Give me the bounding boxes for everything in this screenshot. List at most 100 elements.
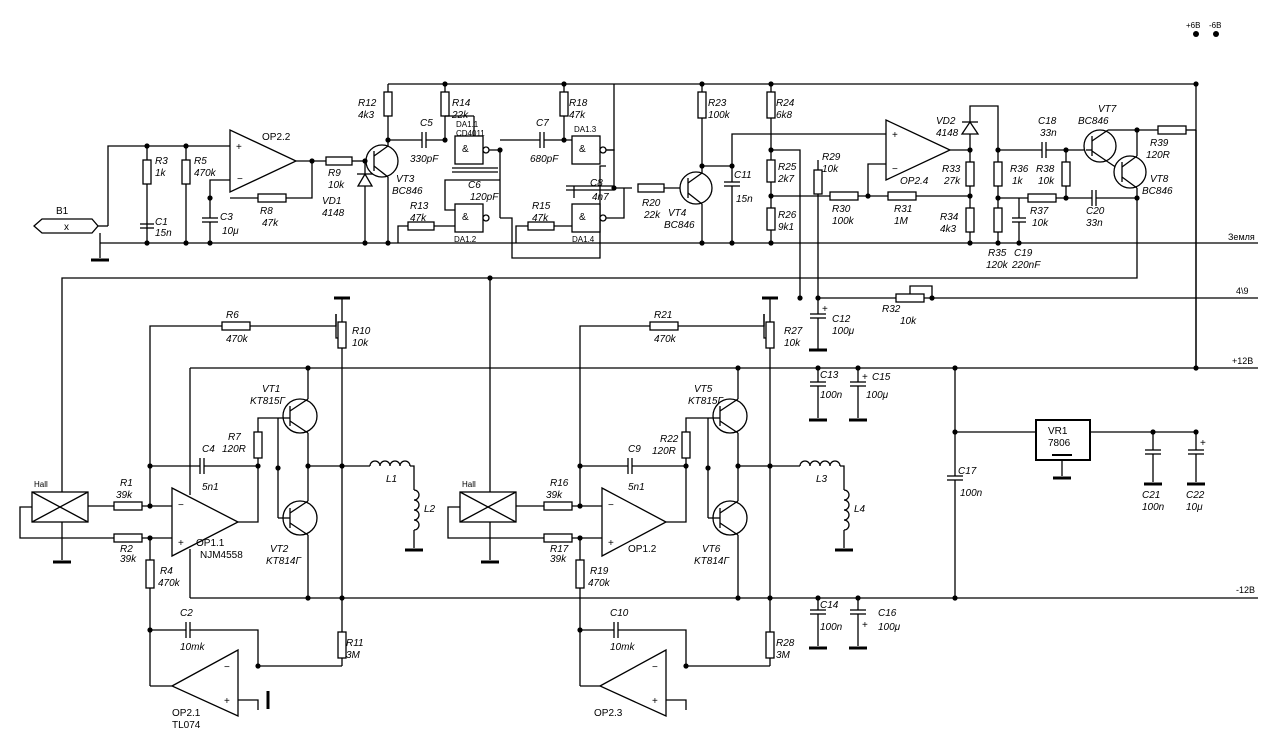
stage-vt3: VD1 4148 VT3 BC846 R12 4k3 C5 330pF xyxy=(322,84,446,243)
r19-value: 470k xyxy=(588,578,611,589)
svg-text:+: + xyxy=(608,538,614,549)
gate-da1-4 xyxy=(571,203,601,233)
vd1-ref: VD1 xyxy=(322,196,341,207)
r30-value: 100k xyxy=(832,216,855,227)
svg-text:−: − xyxy=(652,662,658,673)
vt3-ref: VT3 xyxy=(396,174,415,185)
vd2-part: 4148 xyxy=(936,128,959,139)
svg-text:−: − xyxy=(224,662,230,673)
c1-ref: C1 xyxy=(155,217,168,228)
r37-ref: R37 xyxy=(1030,206,1049,217)
op2-1-ref: OP2.1 xyxy=(172,708,201,719)
r18-ref: R18 xyxy=(569,98,588,109)
gate-da1-1 xyxy=(454,135,484,165)
svg-text:+: + xyxy=(822,304,828,315)
r1-value: 39k xyxy=(116,490,133,501)
r9-ref: R9 xyxy=(328,168,341,179)
opamp-op2-2: +− OP2.2 R8 47k R9 10k xyxy=(209,128,366,229)
da1-3-ref: DA1.3 xyxy=(574,125,597,134)
vt3-part: BC846 xyxy=(392,186,423,197)
r10-ref: R10 xyxy=(352,326,371,337)
plus6-terminal xyxy=(1193,31,1199,37)
vt2-ref: VT2 xyxy=(270,544,289,555)
decoupling-caps: C13 100n + C15 100μ C14 100n + C16 100μ … xyxy=(807,368,983,650)
svg-text:+: + xyxy=(862,620,868,631)
l3-label: L3 xyxy=(816,474,828,485)
r18-value: 47k xyxy=(569,110,586,121)
vt6-part: KT814Г xyxy=(694,556,730,567)
op1-2-ref: OP1.2 xyxy=(628,544,657,555)
r20-ref: R20 xyxy=(642,198,661,209)
r27-value: 10k xyxy=(784,338,801,349)
r17-ref: R17 xyxy=(550,544,569,555)
vt6-ref: VT6 xyxy=(702,544,721,555)
r16-value: 39k xyxy=(546,490,563,501)
r31-ref: R31 xyxy=(894,204,912,215)
r21-value: 470k xyxy=(654,334,677,345)
r25-value: 2k7 xyxy=(777,174,795,185)
r29-value: 10k xyxy=(822,164,839,175)
channel-left: Hall R1 39k R2 39k R6 470k −+ OP1.1 NJM4… xyxy=(19,296,436,731)
r32-ref: R32 xyxy=(882,304,901,315)
vt8-ref: VT8 xyxy=(1150,174,1169,185)
c22-ref: C22 xyxy=(1186,490,1205,501)
r25-ref: R25 xyxy=(778,162,797,173)
c10-ref: C10 xyxy=(610,608,629,619)
r14-ref: R14 xyxy=(452,98,471,109)
minus6-terminal xyxy=(1213,31,1219,37)
c11-ref: C11 xyxy=(734,170,752,181)
minus6-label: -6В xyxy=(1209,21,1221,30)
c11-value: 15n xyxy=(736,194,753,205)
vt5-ref: VT5 xyxy=(694,384,713,395)
c13-ref: C13 xyxy=(820,370,839,381)
r36-ref: R36 xyxy=(1010,164,1029,175)
r6-ref: R6 xyxy=(226,310,239,321)
r3-ref: R3 xyxy=(155,156,168,167)
r28-value: 3M xyxy=(776,650,791,661)
op2-1-part: TL074 xyxy=(172,720,201,731)
svg-text:+: + xyxy=(178,538,184,549)
svg-text:+: + xyxy=(236,142,242,153)
r32-value: 10k xyxy=(900,316,917,327)
net-49-label: 4\9 xyxy=(1236,286,1249,296)
vt7-part: BC846 xyxy=(1078,116,1109,127)
opamp-op1-1 xyxy=(171,486,240,558)
c20-value: 33n xyxy=(1086,218,1103,229)
r15-value: 47k xyxy=(532,213,549,224)
regulator-vr1: VR1 7806 C21 100n + C22 10μ xyxy=(955,419,1207,513)
l2-label: L2 xyxy=(424,504,436,515)
op2-3-ref: OP2.3 xyxy=(594,708,623,719)
r22-value: 120R xyxy=(652,446,676,457)
r21-ref: R21 xyxy=(654,310,672,321)
r1-ref: R1 xyxy=(120,478,133,489)
r10-value: 10k xyxy=(352,338,369,349)
net-plus12-label: +12В xyxy=(1232,356,1253,366)
r26-ref: R26 xyxy=(778,210,797,221)
c19-value: 220nF xyxy=(1011,260,1041,271)
r2-ref: R2 xyxy=(120,544,133,555)
r24-value: 6k8 xyxy=(776,110,793,121)
c9-ref: C9 xyxy=(628,444,641,455)
gate-da1-3 xyxy=(571,135,601,165)
c2-value: 10mk xyxy=(180,642,205,653)
c8-ref: C8 xyxy=(590,178,603,189)
svg-text:−: − xyxy=(892,164,898,175)
c21-ref: C21 xyxy=(1142,490,1160,501)
net-minus12-label: -12В xyxy=(1236,585,1255,595)
r17-value: 39k xyxy=(550,554,567,565)
op1-1-part: NJM4558 xyxy=(200,550,243,561)
c17-value: 100n xyxy=(960,488,983,499)
r7-value: 120R xyxy=(222,444,246,455)
r20-value: 22k xyxy=(643,210,661,221)
r22-ref: R22 xyxy=(660,434,679,445)
da1-2-ref: DA1.2 xyxy=(454,235,477,244)
c13-value: 100n xyxy=(820,390,843,401)
c7-value: 680pF xyxy=(530,154,559,165)
r32-c12: R32 10k + C12 100μ xyxy=(807,285,933,352)
stage-vt4: VT4 BC846 R23 100k C11 15n xyxy=(664,84,886,243)
r6-value: 470k xyxy=(226,334,249,345)
r30-ref: R30 xyxy=(832,204,851,215)
r16-ref: R16 xyxy=(550,478,569,489)
r36-value: 1k xyxy=(1012,176,1024,187)
